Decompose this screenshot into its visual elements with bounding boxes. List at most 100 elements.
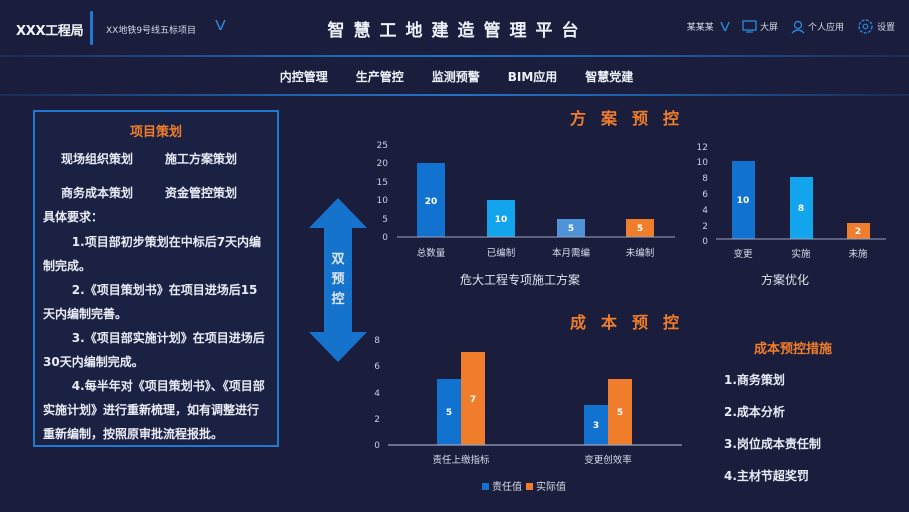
x-label: 变更 — [733, 248, 753, 260]
nav-divider-line — [0, 94, 909, 96]
y-tick: 0 — [374, 441, 380, 451]
header-divider-line — [0, 55, 909, 57]
legend-item-actual[interactable]: 实际值 — [526, 478, 566, 493]
gear-icon — [858, 19, 873, 34]
nav-item-party-building[interactable]: 智慧党建 — [585, 69, 634, 84]
planning-item: 资金管控策划 — [165, 186, 238, 200]
x-label: 已编制 — [487, 247, 516, 259]
hazard-chart-caption: 危大工程专项施工方案 — [459, 273, 580, 287]
header-divider — [90, 11, 93, 45]
requirement-item: 4.每半年对《项目策划书》、《项目部实施计划》进行重新梳理，如有调整进行重新编制… — [43, 379, 265, 441]
double-control-arrow: 双 预 控 — [307, 198, 369, 362]
bar-value: 5 — [637, 224, 643, 234]
panel-title: 项目策划 — [129, 125, 182, 140]
settings-button[interactable]: 设置 — [857, 18, 895, 35]
legend-swatch — [482, 483, 489, 490]
y-tick: 4 — [702, 206, 708, 216]
cost-measures-title: 成本预控措施 — [754, 342, 833, 357]
bar-value: 2 — [855, 227, 861, 237]
y-tick: 10 — [377, 196, 389, 206]
cost-measure-item: 4.主材节超奖罚 — [724, 469, 809, 483]
bar-uncompiled — [626, 219, 654, 237]
bar-actual-2 — [608, 379, 632, 445]
plan-control-title: 方案预控 — [570, 109, 695, 128]
bar-responsibility-2 — [584, 405, 608, 445]
monitor-icon — [742, 20, 757, 33]
nav-item-internal-control[interactable]: 内控管理 — [279, 69, 328, 84]
nav-item-production[interactable]: 生产管控 — [355, 69, 404, 84]
planning-item: 现场组织策划 — [61, 152, 134, 166]
bar-value: 5 — [617, 408, 623, 418]
chevron-down-icon: V — [719, 19, 730, 34]
nav-item-monitoring[interactable]: 监测预警 — [431, 69, 480, 84]
y-tick: 0 — [702, 237, 708, 247]
legend-item-responsibility[interactable]: 责任值 — [482, 478, 522, 493]
bar-value: 20 — [425, 197, 438, 207]
project-planning-panel: 项目策划 现场组织策划 施工方案策划 商务成本策划 资金管控策划 具体要求： 1… — [33, 110, 279, 447]
y-tick: 25 — [377, 141, 388, 151]
legend-label: 责任值 — [492, 482, 522, 493]
bar-value: 7 — [470, 395, 476, 405]
cost-measure-item: 2.成本分析 — [724, 405, 785, 419]
cost-chart-legend: 责任值 实际值 — [482, 478, 566, 493]
user-icon — [791, 20, 805, 33]
top-header: XXX工程局 XX地铁9号线五标项目 V 智慧工地建造管理平台 某某某 V 大屏… — [0, 0, 909, 56]
chevron-down-icon[interactable]: V — [215, 19, 226, 34]
y-tick: 0 — [382, 233, 388, 243]
plan-optimization-chart: 12 10 8 6 4 2 0 10 8 2 变更 实施 未施 — [697, 143, 886, 260]
arrow-char: 预 — [331, 272, 345, 287]
cost-measure-item: 3.岗位成本责任制 — [724, 437, 821, 451]
bar-total — [417, 163, 445, 237]
bar-changed — [732, 161, 755, 239]
double-arrow-icon — [309, 198, 367, 362]
planning-items: 现场组织策划 施工方案策划 商务成本策划 资金管控策划 — [43, 150, 269, 201]
bar-value: 5 — [446, 408, 452, 418]
y-tick: 2 — [374, 415, 380, 425]
user-menu[interactable]: 某某某 V — [687, 19, 730, 34]
nav-item-bim[interactable]: BIM应用 — [507, 69, 558, 84]
requirements-list: 1.项目部初步策划在中标后7天内编制完成。 2.《项目策划书》在项目进场后15天… — [43, 230, 269, 446]
bar-month-needed — [557, 219, 585, 237]
x-label: 实施 — [791, 248, 811, 260]
planning-item: 施工方案策划 — [165, 152, 238, 166]
y-tick: 6 — [702, 190, 708, 200]
y-tick: 5 — [382, 215, 388, 225]
main-nav: 内控管理 生产管控 监测预警 BIM应用 智慧党建 — [0, 58, 909, 94]
optimization-chart-caption: 方案优化 — [760, 273, 809, 287]
org-name: XXX工程局 — [16, 24, 84, 39]
x-label: 本月需编 — [552, 247, 590, 259]
x-label: 变更创效率 — [584, 454, 632, 466]
cost-control-chart: 8 6 4 2 0 5 7 3 5 责任上缴指标 变更创效率 — [374, 336, 682, 466]
bar-value: 10 — [495, 215, 508, 225]
y-tick: 12 — [697, 143, 708, 153]
personal-app-button[interactable]: 个人应用 — [791, 20, 844, 34]
x-label: 未编制 — [626, 247, 655, 259]
y-tick: 8 — [702, 174, 708, 184]
bar-value: 5 — [568, 224, 574, 234]
bar-value: 10 — [737, 196, 750, 206]
cost-measures-panel: 成本预控措施 1.商务策划 2.成本分析 3.岗位成本责任制 4.主材节超奖罚 — [724, 338, 894, 499]
bar-value: 3 — [593, 421, 599, 431]
y-tick: 15 — [377, 178, 388, 188]
requirement-item: 1.项目部初步策划在中标后7天内编制完成。 — [43, 235, 262, 273]
y-tick: 10 — [697, 158, 709, 168]
legend-swatch — [526, 483, 533, 490]
x-label: 责任上缴指标 — [432, 454, 490, 466]
bar-responsibility-1 — [437, 379, 461, 445]
planning-item: 商务成本策划 — [61, 186, 134, 200]
bar-compiled — [487, 200, 515, 237]
arrow-char: 控 — [331, 292, 345, 307]
header-actions: 某某某 V 大屏 个人应用 设置 — [687, 18, 895, 35]
project-selector[interactable]: XX地铁9号线五标项目 — [106, 26, 197, 36]
x-label: 未施 — [848, 248, 868, 260]
cost-control-title: 成本预控 — [570, 313, 695, 332]
bar-implemented — [790, 177, 813, 239]
big-screen-button[interactable]: 大屏 — [742, 20, 778, 33]
bar-value: 8 — [798, 204, 804, 214]
big-screen-label: 大屏 — [759, 23, 778, 33]
requirement-item: 2.《项目策划书》在项目进场后15天内编制完善。 — [43, 283, 258, 321]
settings-label: 设置 — [876, 23, 895, 33]
requirements-title: 具体要求： — [43, 210, 104, 224]
arrow-label: 双 预 控 — [307, 250, 369, 310]
y-tick: 6 — [374, 362, 380, 372]
